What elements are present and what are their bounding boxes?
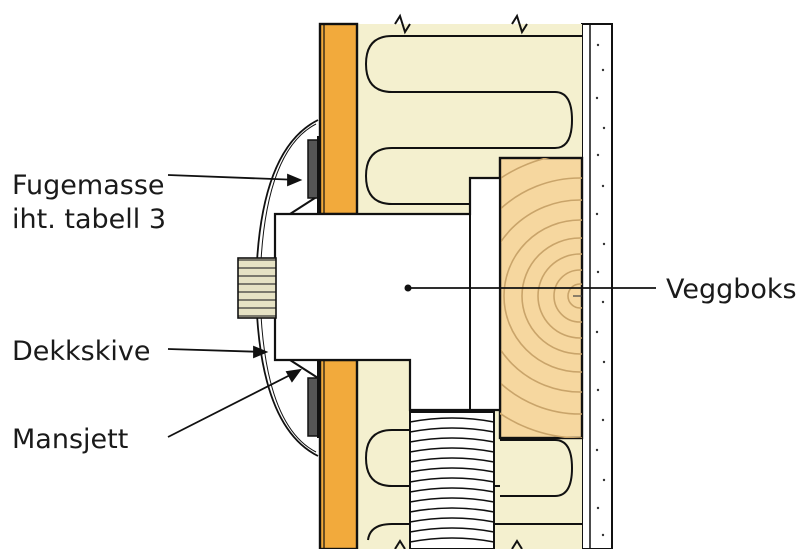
mansjett-label: Mansjett — [12, 424, 128, 455]
pipe-channel — [273, 176, 502, 412]
plaster-layer — [581, 23, 613, 549]
veggboks-label: Veggboks — [666, 274, 797, 305]
thread-stub — [237, 257, 277, 319]
fugemasse-table-label: iht. tabell 3 — [12, 204, 166, 235]
fugemasse-label: Fugemasse — [12, 170, 165, 201]
sleeve — [289, 136, 319, 438]
wall-board — [318, 22, 359, 549]
dekkskive-label: Dekkskive — [12, 336, 150, 367]
wood-block — [498, 156, 584, 440]
leader-lines — [167, 173, 656, 438]
flexible-pipe — [409, 411, 495, 549]
